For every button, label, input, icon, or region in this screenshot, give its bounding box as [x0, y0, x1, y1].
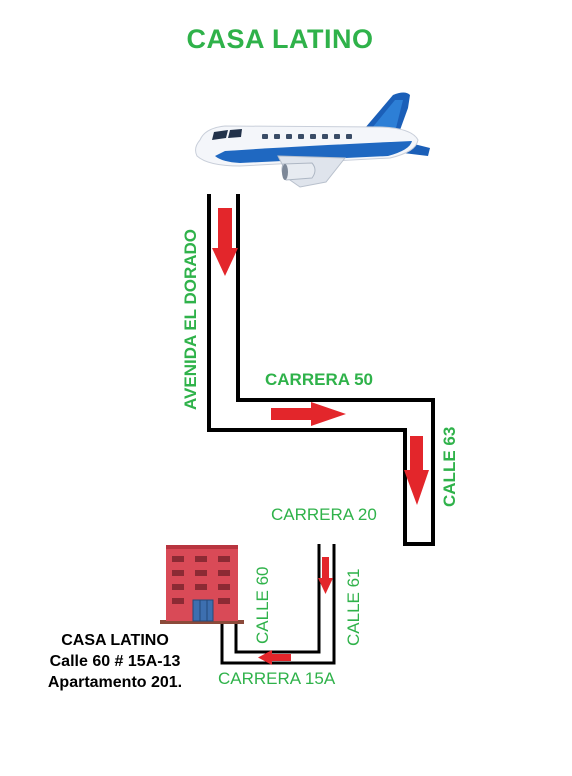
street-label-avenida-el-dorado: AVENIDA EL DORADO [181, 228, 200, 410]
address-street: Calle 60 # 15A-13 [49, 653, 181, 670]
street-label-calle-60: CALLE 60 [253, 566, 272, 645]
address-unit: Apartamento 201. [47, 674, 183, 691]
street-label-calle-63: CALLE 63 [440, 426, 459, 507]
street-label-carrera-15a: CARRERA 15A [218, 669, 336, 688]
destination-address: CASA LATINO Calle 60 # 15A-13 Apartament… [20, 630, 210, 693]
address-name: CASA LATINO [61, 632, 169, 649]
direction-arrow-icon [212, 208, 429, 665]
road-main [207, 194, 435, 546]
street-label-carrera-20: CARRERA 20 [271, 505, 377, 524]
building-icon [160, 545, 244, 624]
airplane-icon [195, 92, 430, 188]
street-label-carrera-50: CARRERA 50 [265, 370, 374, 389]
road-lower [220, 544, 336, 665]
map-title: CASA LATINO [186, 24, 374, 54]
street-label-calle-61: CALLE 61 [344, 568, 363, 647]
